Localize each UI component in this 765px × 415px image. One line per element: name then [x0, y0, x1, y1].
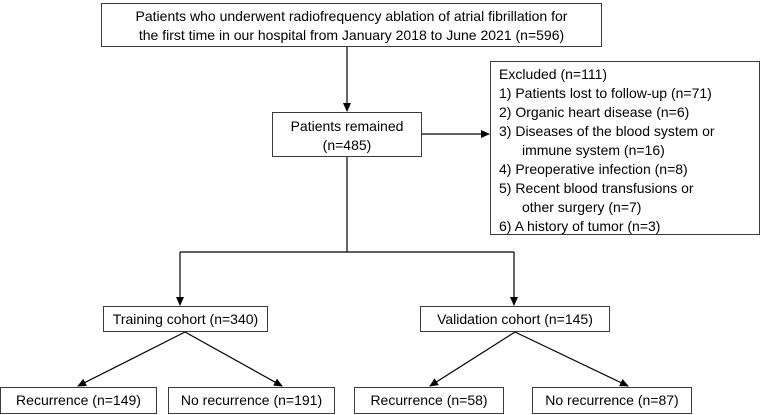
excluded-item: 3) Diseases of the blood system or	[499, 123, 715, 139]
arrow-validation-to-no-recurrence	[514, 331, 629, 387]
validation-recurrence-box: Recurrence (n=58)	[354, 387, 504, 414]
excluded-item-continuation: immune system (n=16)	[522, 142, 665, 158]
excluded-item: 1) Patients lost to follow-up (n=71)	[499, 85, 712, 101]
enrollment-box: Patients who underwent radiofrequency ab…	[101, 3, 602, 47]
remained-count: (n=485)	[322, 137, 372, 153]
enrollment-line-2: the first time in our hospital from Janu…	[138, 27, 565, 43]
validation-recurrence-label: Recurrence (n=58)	[370, 392, 488, 408]
excluded-item: 4) Preoperative infection (n=8)	[499, 161, 688, 177]
validation-no-recurrence-label: No recurrence (n=87)	[545, 392, 679, 408]
arrow-validation-to-recurrence	[429, 331, 516, 387]
training-recurrence-label: Recurrence (n=149)	[16, 392, 141, 408]
training-cohort-label: Training cohort (n=340)	[112, 311, 259, 327]
patients-remained-box: Patients remained (n=485)	[272, 112, 422, 157]
remained-label: Patients remained	[290, 118, 404, 134]
training-recurrence-box: Recurrence (n=149)	[0, 387, 157, 414]
validation-no-recurrence-box: No recurrence (n=87)	[532, 387, 692, 414]
arrow-training-to-recurrence	[77, 331, 186, 387]
excluded-item: 6) A history of tumor (n=3)	[499, 218, 661, 234]
excluded-item-continuation: other surgery (n=7)	[522, 199, 642, 215]
training-no-recurrence-box: No recurrence (n=191)	[168, 387, 335, 414]
training-no-recurrence-label: No recurrence (n=191)	[180, 392, 323, 408]
training-cohort-box: Training cohort (n=340)	[103, 306, 268, 332]
excluded-title: Excluded (n=111)	[499, 66, 608, 82]
validation-cohort-box: Validation cohort (n=145)	[420, 306, 610, 332]
excluded-item: 5) Recent blood transfusions or	[499, 180, 694, 196]
excluded-item: 2) Organic heart disease (n=6)	[499, 104, 690, 120]
arrow-training-to-no-recurrence	[184, 331, 283, 387]
validation-cohort-label: Validation cohort (n=145)	[437, 311, 593, 327]
excluded-box: Excluded (n=111) 1) Patients lost to fol…	[490, 61, 760, 235]
enrollment-line-1: Patients who underwent radiofrequency ab…	[135, 8, 568, 24]
